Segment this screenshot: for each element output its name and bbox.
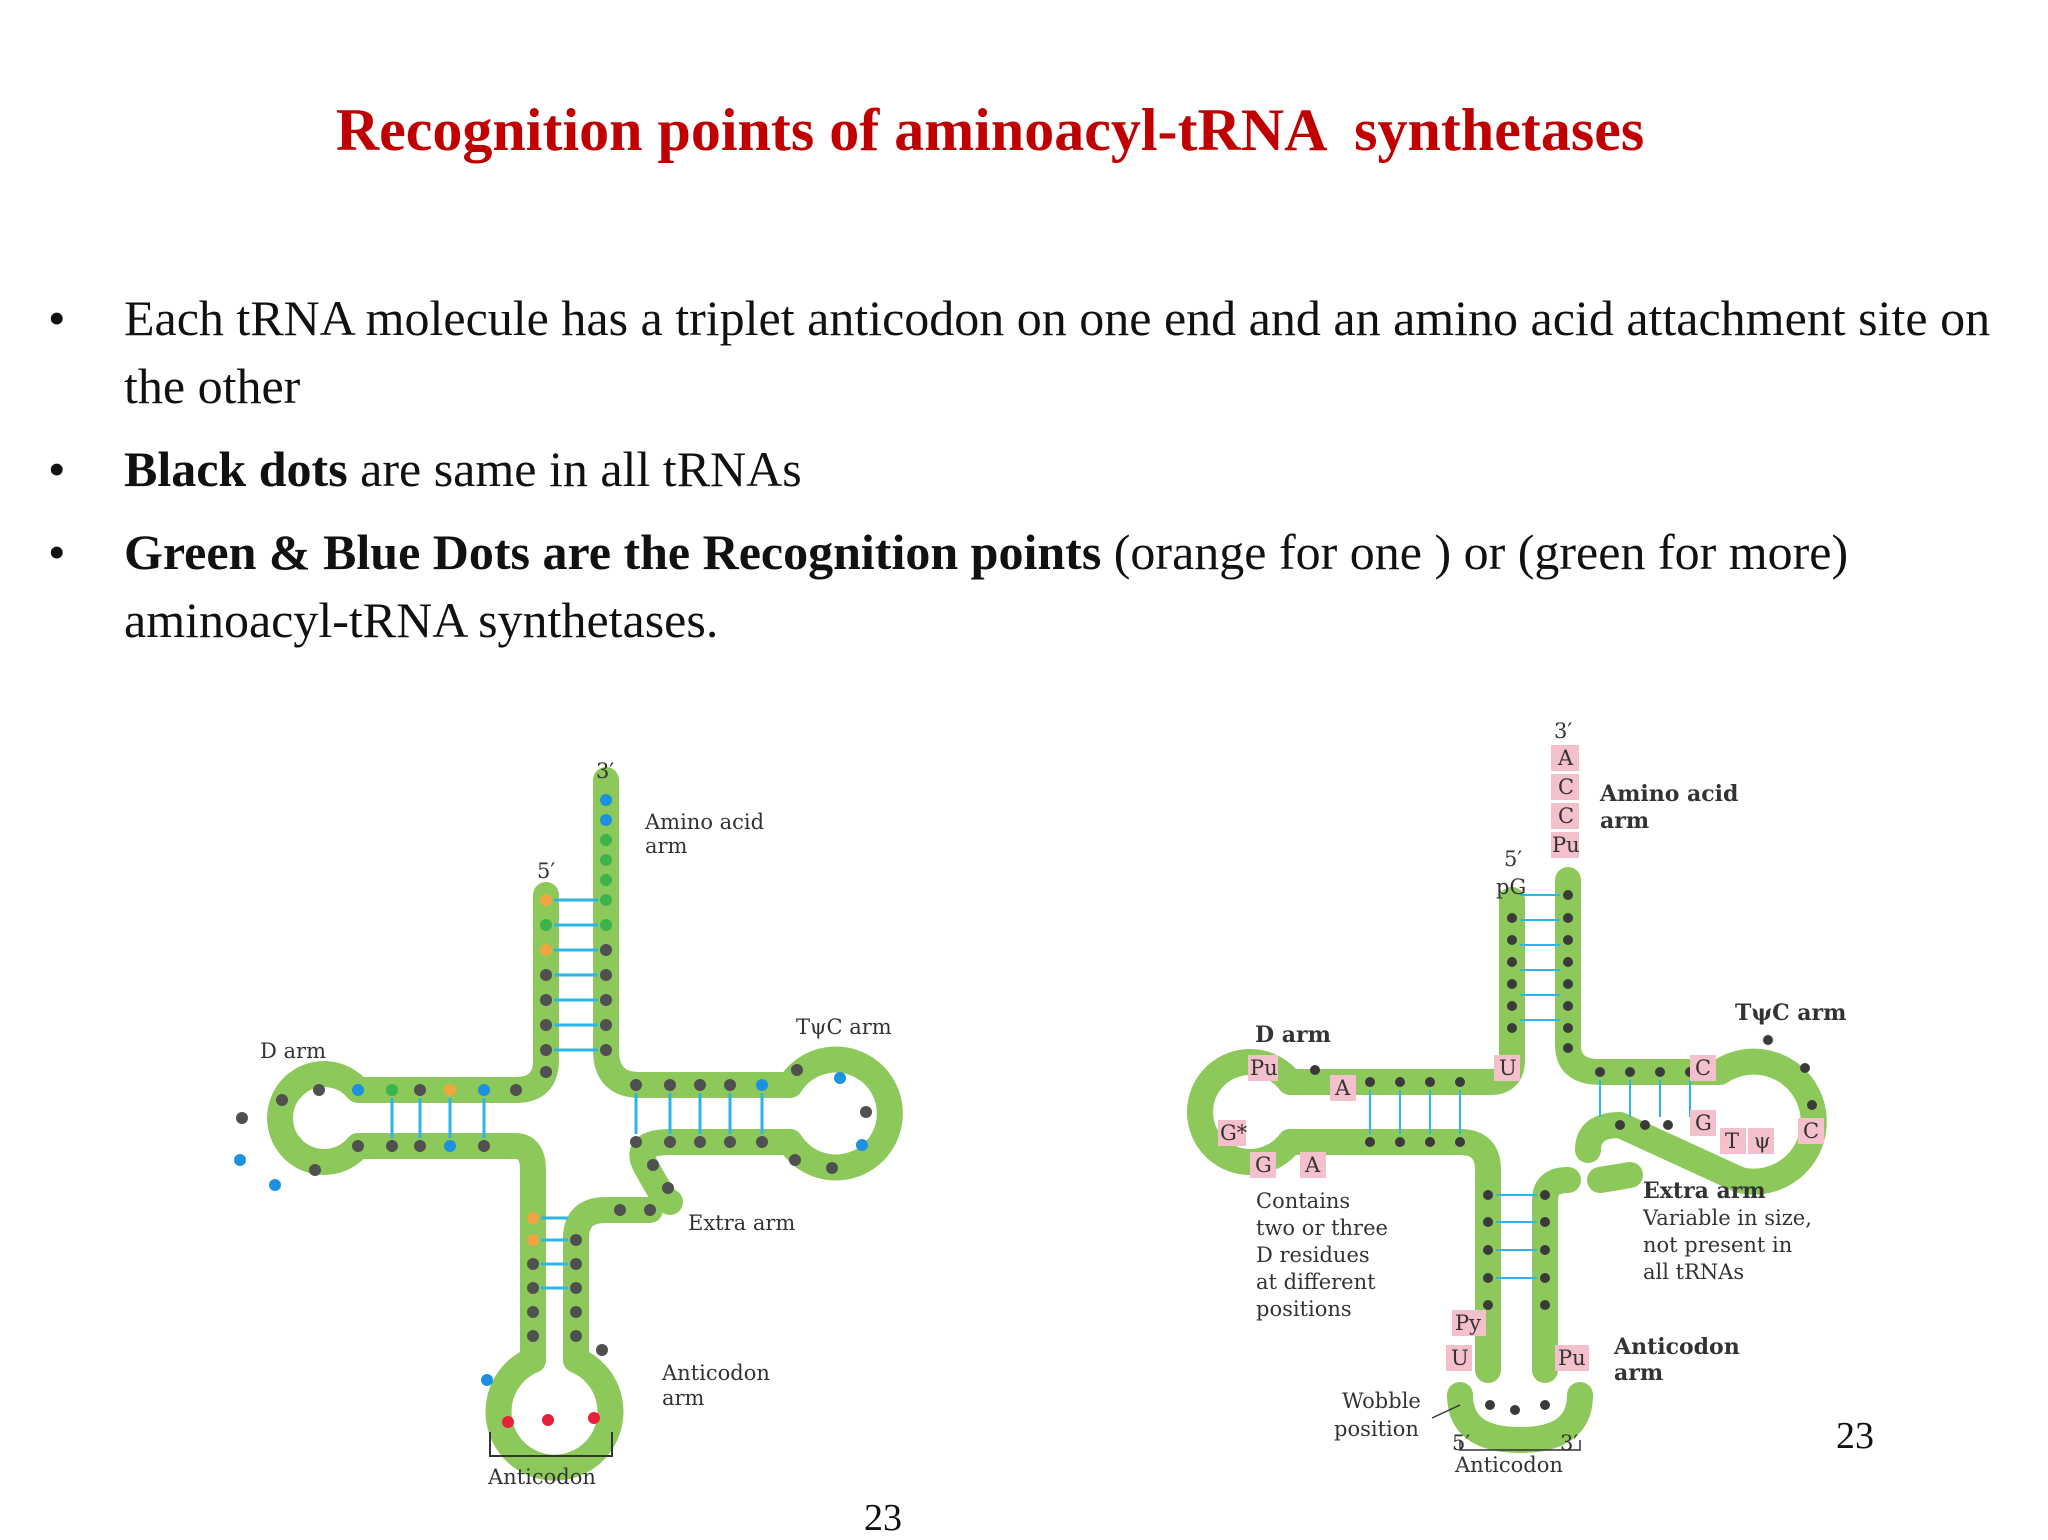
bullet-item-3: • Green & Blue Dots are the Recognition … <box>40 518 2000 654</box>
bullet-item-2: • Black dots are same in all tRNAs <box>40 435 2000 503</box>
right-anticodon-arm-label-1: Anticodon <box>1613 1334 1740 1360</box>
left-5prime-label: 5′ <box>537 859 555 883</box>
bullet-3-text: (orange for one ) or (green for more) am… <box>124 524 1849 648</box>
right-anticodon-base-py: Py <box>1455 1311 1481 1335</box>
right-t-loop-base-psi: ψ <box>1754 1129 1770 1153</box>
slide-title: Recognition points of aminoacyl-tRNA syn… <box>335 97 1645 163</box>
left-anticodon-arm-label-1: Anticodon <box>661 1361 770 1385</box>
right-acceptor-base-pu: Pu <box>1552 833 1580 857</box>
bullet-2-bold: Black dots <box>124 441 348 497</box>
left-pair-lines <box>390 898 764 1290</box>
right-d-note-5: positions <box>1256 1297 1352 1321</box>
right-extra-arm-label: Extra arm <box>1643 1178 1766 1204</box>
right-tpsic-arm-label: TψC arm <box>1735 1000 1846 1026</box>
bullet-1-text: Each tRNA molecule has a triplet anticod… <box>124 290 1991 414</box>
right-acceptor-base-a: A <box>1557 746 1574 770</box>
right-d-note-2: two or three <box>1256 1216 1388 1240</box>
right-anticodon-base-u: U <box>1451 1346 1469 1370</box>
right-acceptor-base-c2: C <box>1558 804 1574 828</box>
right-anticodon-arm-label-2: arm <box>1614 1360 1663 1386</box>
right-u-base: U <box>1499 1056 1517 1080</box>
bullet-symbol: • <box>48 290 66 346</box>
right-acceptor-base-c1: C <box>1558 775 1574 799</box>
right-anticodon-bracket <box>1459 1440 1581 1451</box>
right-d-base-pu: Pu <box>1250 1056 1278 1080</box>
right-d-note-1: Contains <box>1256 1189 1350 1213</box>
right-t-loop-base-t: T <box>1725 1129 1739 1153</box>
right-t-loop-base-g: G <box>1695 1111 1712 1135</box>
right-amino-acid-arm-label-2: arm <box>1600 808 1649 834</box>
page-number-right: 23 <box>1836 1415 1874 1457</box>
wobble-pointer <box>1431 1404 1461 1419</box>
right-wobble-label-1: Wobble <box>1342 1389 1421 1413</box>
left-amino-acid-arm-label-2: arm <box>645 834 688 858</box>
left-amino-acid-arm-label-1: Amino acid <box>644 810 764 834</box>
left-3prime-label: 3′ <box>596 759 614 783</box>
bullet-item-1: • Each tRNA molecule has a triplet antic… <box>40 284 2000 420</box>
right-d-base-gstar: G* <box>1220 1121 1248 1145</box>
bullet-3-bold: Green & Blue Dots are the Recognition po… <box>124 524 1102 580</box>
left-dots <box>234 794 872 1428</box>
bullet-symbol: • <box>48 524 66 580</box>
bullet-2-text: are same in all tRNAs <box>347 441 802 497</box>
left-anticodon-bracket <box>489 1432 613 1457</box>
right-extra-note-1: Variable in size, <box>1642 1206 1812 1230</box>
right-3prime-top-label: 3′ <box>1554 719 1572 743</box>
right-anticodon-label: Anticodon <box>1454 1453 1563 1477</box>
right-5prime-label: 5′ <box>1504 847 1522 871</box>
right-anticodon-base-pu: Pu <box>1558 1346 1586 1370</box>
right-d-base-g: G <box>1255 1153 1272 1177</box>
page-number-center: 23 <box>864 1497 902 1539</box>
right-wobble-label-2: position <box>1334 1417 1419 1441</box>
left-anticodon-label: Anticodon <box>487 1465 596 1489</box>
left-tpsic-arm-label: TψC arm <box>796 1015 892 1039</box>
right-d-arm-label: D arm <box>1255 1022 1331 1048</box>
left-anticodon-arm-label-2: arm <box>662 1386 705 1410</box>
right-base-boxes <box>1218 745 1824 1371</box>
right-t-loop-base-c1: C <box>1695 1056 1711 1080</box>
right-pair-lines <box>1369 894 1691 1279</box>
left-d-arm-label: D arm <box>260 1039 326 1063</box>
left-extra-arm-label: Extra arm <box>688 1211 795 1235</box>
right-extra-note-3: all tRNAs <box>1643 1260 1744 1284</box>
right-5prime-bottom-label: 5′ <box>1452 1431 1470 1455</box>
right-d-note-3: D residues <box>1256 1243 1370 1267</box>
right-t-loop-base-c2: C <box>1803 1119 1819 1143</box>
right-3prime-bottom-label: 3′ <box>1560 1431 1578 1455</box>
right-d-base-a2: A <box>1304 1153 1321 1177</box>
right-extra-note-2: not present in <box>1643 1233 1792 1257</box>
bullet-symbol: • <box>48 441 66 497</box>
right-d-note-4: at different <box>1256 1270 1376 1294</box>
bullet-list: • Each tRNA molecule has a triplet antic… <box>40 284 2000 669</box>
right-black-dots <box>1310 890 1817 1415</box>
right-d-base-a: A <box>1334 1076 1351 1100</box>
right-amino-acid-arm-label-1: Amino acid <box>1599 781 1738 807</box>
right-pg-label: pG <box>1496 875 1526 899</box>
